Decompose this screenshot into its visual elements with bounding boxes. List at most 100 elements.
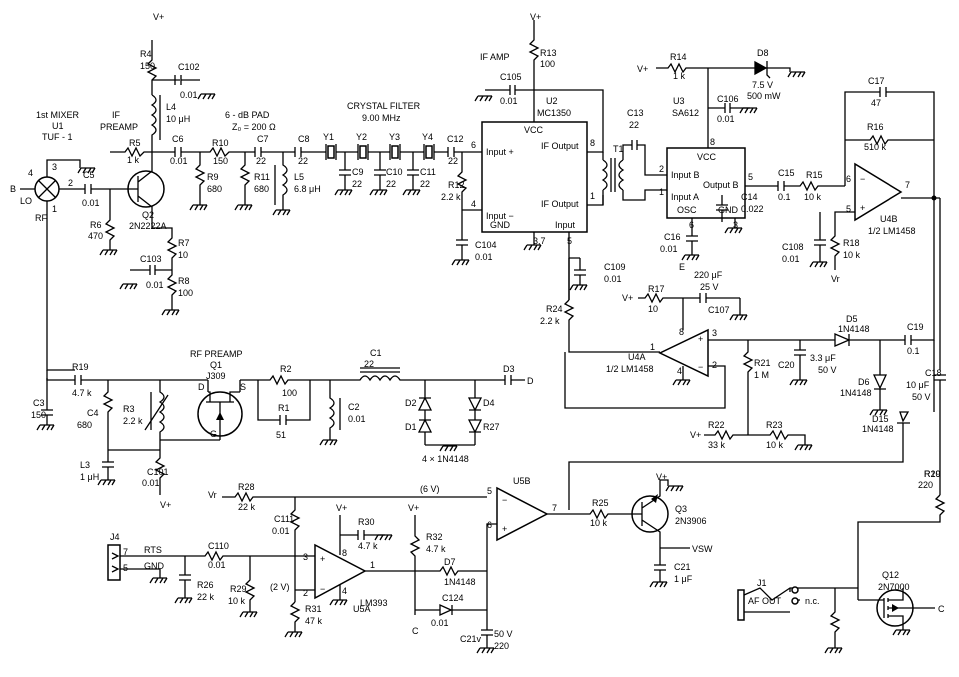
c7-ref: C7 [257,134,269,144]
r19-ref-label: R20 [924,469,941,479]
r27-value: 22 k [238,502,256,512]
if-preamp-line2: PREAMP [100,122,138,132]
u5a-opamp [314,543,367,600]
mixer-pin3: 3 [52,162,57,172]
q2-ref: Q2 [142,210,154,220]
u2-gnd: GND [490,220,511,230]
u5a-p2: 2 [303,588,308,598]
r29-value: 47 k [305,616,323,626]
u2-vcc: VCC [524,125,544,135]
pad-line2: Z₀ = 200 Ω [232,122,276,132]
u5b-p6: 6 [487,520,492,530]
if-preamp-line1: IF [112,110,121,120]
j4-gnd: GND [144,561,165,571]
u4a-opamp [658,328,709,378]
c17-ref: C17 [868,76,885,86]
l1-value: 22 [364,359,374,369]
r23-ref: R23 [766,420,783,430]
r25-value: 0.01 [208,560,226,570]
y3-ref: Y3 [389,132,400,142]
filter-line2: 9.00 MHz [362,113,401,123]
r3-ref: C4 [87,408,99,418]
r22-value: 33 k [708,440,726,450]
r2-ref: C101 [147,467,169,477]
c103-value: 0.01 [146,280,164,290]
q1-ref: Q1 [210,360,222,370]
r24-value: 2.2 k [540,316,560,326]
c109-value: 0.01 [604,274,622,284]
r10-value: 150 [213,156,228,166]
u5a-p3: 3 [303,552,308,562]
c16-ref: C16 [664,232,681,242]
r2-vplus: V+ [160,500,171,510]
r7-value: 10 [178,250,188,260]
c12-value: 22 [448,156,458,166]
r5-ref: R5 [129,138,141,148]
r30-ref: R32 [426,532,443,542]
r29-ref: R31 [305,604,322,614]
u3-p8: 8 [710,137,715,147]
d6-value: 1N4148 [840,388,872,398]
pad-line1: 6 - dB PAD [225,110,270,120]
c107-ref: C107 [708,305,730,315]
diode-set: 4 × 1N4148 [422,454,469,464]
port-e: E [679,262,685,272]
q12-ref: Q12 [882,570,899,580]
r21-value: 1 M [754,370,769,380]
u3-p5: 5 [748,172,753,182]
c21-ref: C21v [460,634,482,644]
c15-ref: C15 [778,168,795,178]
c4-ref: C3 [33,398,45,408]
u5a-p1: 1 [370,560,375,570]
u4b-plus: + [860,203,865,213]
c6-value: 0.01 [170,156,188,166]
j4-p5: 5 [123,563,128,573]
j1-nc: n.c. [805,596,820,606]
c101-value: 1 μH [80,472,99,482]
r17-vplus: V+ [622,293,633,303]
d7-value: 0.01 [431,618,449,628]
r15-value: 10 k [804,192,822,202]
c108-ref: C108 [782,242,804,252]
r21-ref: R21 [754,358,771,368]
r10-ref: R10 [212,138,229,148]
c103-ref: C103 [140,254,162,264]
c106-ref: C106 [717,94,739,104]
c107-value: 220 μF [694,270,723,280]
u3-section: U3 SA612 VCC Input B Input A Output B OS… [637,48,806,272]
c10-value: 22 [386,179,396,189]
svg-text:−: − [320,584,325,594]
u2-p37: 3,7 [533,236,546,246]
r14-value: 1 k [673,71,686,81]
c3-ref: R19 [72,362,89,372]
r28-ref: C111 [274,514,294,524]
d3-ref: D2 [405,398,417,408]
c9-value: 22 [352,179,362,189]
l2-value: 0.01 [348,414,366,424]
r14-vplus: V+ [637,64,648,74]
r27-ref: R28 [238,482,255,492]
j1-label: AF OUT [748,596,782,606]
u5a-p4: 4 [342,586,347,596]
c18-value: 10 μF [906,380,930,390]
u4b-ref: U4B [880,214,898,224]
if-amp-title: IF AMP [480,52,510,62]
u2-p4: 4 [471,199,476,209]
r11-value: 680 [254,184,269,194]
r32-ref: R25 [592,498,609,508]
c102-ref: C102 [178,62,200,72]
if-preamp-section: IF PREAMP C5 0.01 Q2 2N2222A R6 470 R5 1… [82,12,216,316]
u4a-p8: 8 [679,327,684,337]
c8-ref: C8 [298,134,310,144]
control-section: Vr R28 22 k C111 0.01 (6 V) − + U5B 5 6 … [107,472,713,654]
c110-value: 22 k [197,592,215,602]
mixer-port-b: B [10,184,16,194]
c15-value: 0.1 [778,192,791,202]
r17-ref: R17 [648,284,665,294]
mixer-pin4: 4 [28,168,33,178]
u2-p8: 8 [590,138,595,148]
c17-value: 47 [871,98,881,108]
r5-value: 1 k [127,155,140,165]
u4a-part: 1/2 LM1458 [606,364,654,374]
r4-ref: R4 [140,49,152,59]
